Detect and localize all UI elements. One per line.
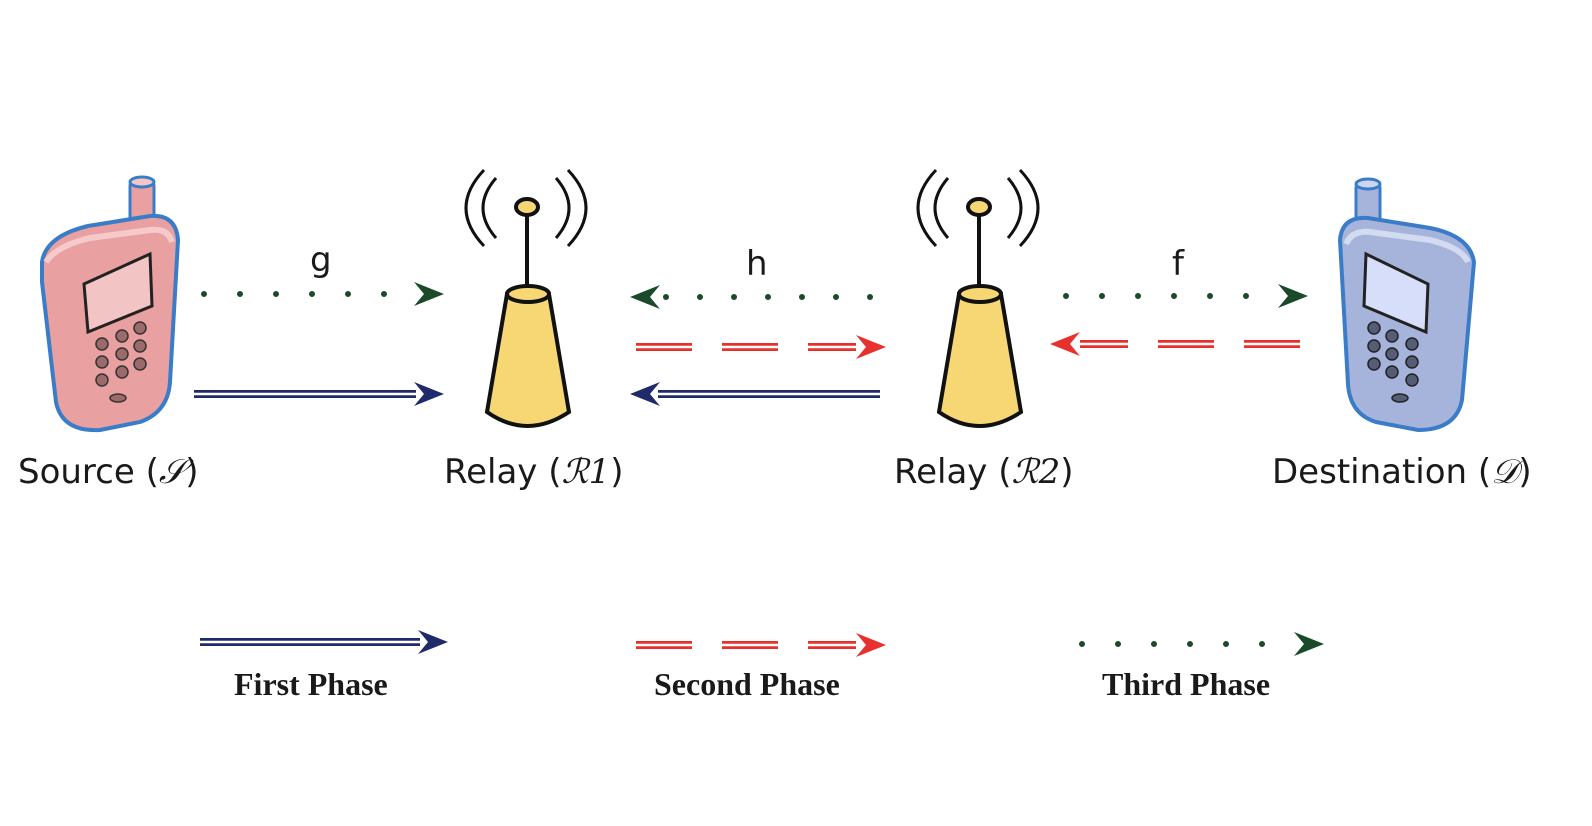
legend-second-phase-swatch <box>636 633 886 657</box>
third-phase-link-r2-r1 <box>630 285 873 309</box>
relay1-name: Relay <box>444 452 538 492</box>
source-phone-icon <box>40 175 181 433</box>
legend-first-phase-label: First Phase <box>234 666 388 702</box>
destination-symbol: 𝒟 <box>1491 452 1519 492</box>
destination-phone-icon <box>1337 177 1477 433</box>
link-label-f: f <box>1172 244 1184 284</box>
link-label-h: h <box>746 244 768 284</box>
second-phase-link-d-r2 <box>1050 332 1300 356</box>
relay2-symbol: ℛ2 <box>1011 452 1061 492</box>
third-phase-link-s-r1 <box>201 282 444 306</box>
relay1-label: Relay (ℛ1) <box>444 452 624 492</box>
source-name: Source <box>18 452 135 492</box>
destination-name: Destination <box>1272 452 1468 492</box>
relay2-label: Relay (ℛ2) <box>894 452 1074 492</box>
first-phase-link-s-r1 <box>194 382 444 406</box>
legend-first-phase-swatch <box>200 630 448 654</box>
relay2-name: Relay <box>894 452 988 492</box>
source-symbol: 𝒮 <box>158 452 186 492</box>
first-phase-link-r2-r1 <box>630 382 880 406</box>
relay1-tower-icon <box>464 168 588 428</box>
second-phase-link-r1-r2 <box>636 335 886 359</box>
legend-third-phase-swatch <box>1079 632 1324 656</box>
relay2-tower-icon <box>916 168 1040 428</box>
third-phase-link-r2-d <box>1063 284 1308 308</box>
legend-second-phase-label: Second Phase <box>654 666 840 702</box>
relay1-symbol: ℛ1 <box>561 452 611 492</box>
link-label-g: g <box>310 240 332 280</box>
source-label: Source (𝒮) <box>18 452 199 492</box>
destination-label: Destination (𝒟) <box>1272 452 1532 492</box>
legend-third-phase-label: Third Phase <box>1102 666 1271 702</box>
